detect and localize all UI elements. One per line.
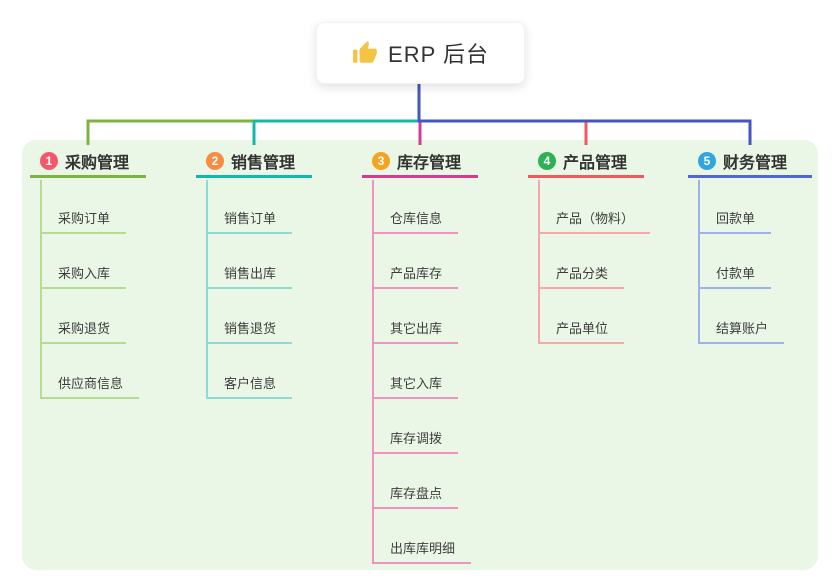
child-node[interactable]: 其它出库 bbox=[372, 317, 458, 344]
child-node[interactable]: 产品单位 bbox=[538, 317, 624, 344]
child-node[interactable]: 产品库存 bbox=[372, 262, 458, 289]
branches-panel bbox=[22, 140, 818, 570]
child-node[interactable]: 库存调拨 bbox=[372, 427, 458, 454]
root-label: ERP 后台 bbox=[388, 42, 489, 67]
child-node[interactable]: 回款单 bbox=[698, 207, 771, 234]
branch-node-2[interactable]: 2 销售管理 bbox=[196, 147, 312, 178]
branch-node-1[interactable]: 1 采购管理 bbox=[30, 147, 146, 178]
branch-label: 库存管理 bbox=[397, 155, 462, 172]
branch-number-badge: 2 bbox=[206, 152, 224, 170]
branch-number-badge: 4 bbox=[538, 152, 556, 170]
child-node[interactable]: 库存盘点 bbox=[372, 482, 458, 509]
branch-node-3[interactable]: 3 库存管理 bbox=[362, 147, 478, 178]
child-node[interactable]: 付款单 bbox=[698, 262, 771, 289]
child-node[interactable]: 仓库信息 bbox=[372, 207, 458, 234]
branch-trunk-line bbox=[40, 180, 42, 399]
branch-node-4[interactable]: 4 产品管理 bbox=[528, 147, 644, 178]
branch-number-badge: 1 bbox=[40, 152, 58, 170]
branch-number-badge: 3 bbox=[372, 152, 390, 170]
child-node[interactable]: 出库库明细 bbox=[372, 537, 471, 564]
child-node[interactable]: 结算账户 bbox=[698, 317, 784, 344]
branch-number-badge: 5 bbox=[698, 152, 716, 170]
branch-trunk-line bbox=[538, 180, 540, 344]
branch-trunk-line bbox=[372, 180, 374, 564]
child-node[interactable]: 采购订单 bbox=[40, 207, 126, 234]
branch-label: 销售管理 bbox=[231, 155, 296, 172]
child-node[interactable]: 客户信息 bbox=[206, 372, 292, 399]
branch-trunk-line bbox=[698, 180, 700, 344]
child-node[interactable]: 采购入库 bbox=[40, 262, 126, 289]
branch-label: 财务管理 bbox=[723, 155, 788, 172]
child-node[interactable]: 其它入库 bbox=[372, 372, 458, 399]
branch-trunk-line bbox=[206, 180, 208, 399]
child-node[interactable]: 销售出库 bbox=[206, 262, 292, 289]
thumbs-up-icon bbox=[352, 40, 378, 66]
child-node[interactable]: 产品（物料） bbox=[538, 207, 650, 234]
child-node[interactable]: 销售订单 bbox=[206, 207, 292, 234]
child-node[interactable]: 供应商信息 bbox=[40, 372, 139, 399]
child-node[interactable]: 销售退货 bbox=[206, 317, 292, 344]
root-node[interactable]: ERP 后台 bbox=[316, 22, 525, 84]
child-node[interactable]: 产品分类 bbox=[538, 262, 624, 289]
branch-label: 产品管理 bbox=[563, 155, 628, 172]
branch-label: 采购管理 bbox=[65, 155, 130, 172]
branch-node-5[interactable]: 5 财务管理 bbox=[688, 147, 812, 178]
child-node[interactable]: 采购退货 bbox=[40, 317, 126, 344]
